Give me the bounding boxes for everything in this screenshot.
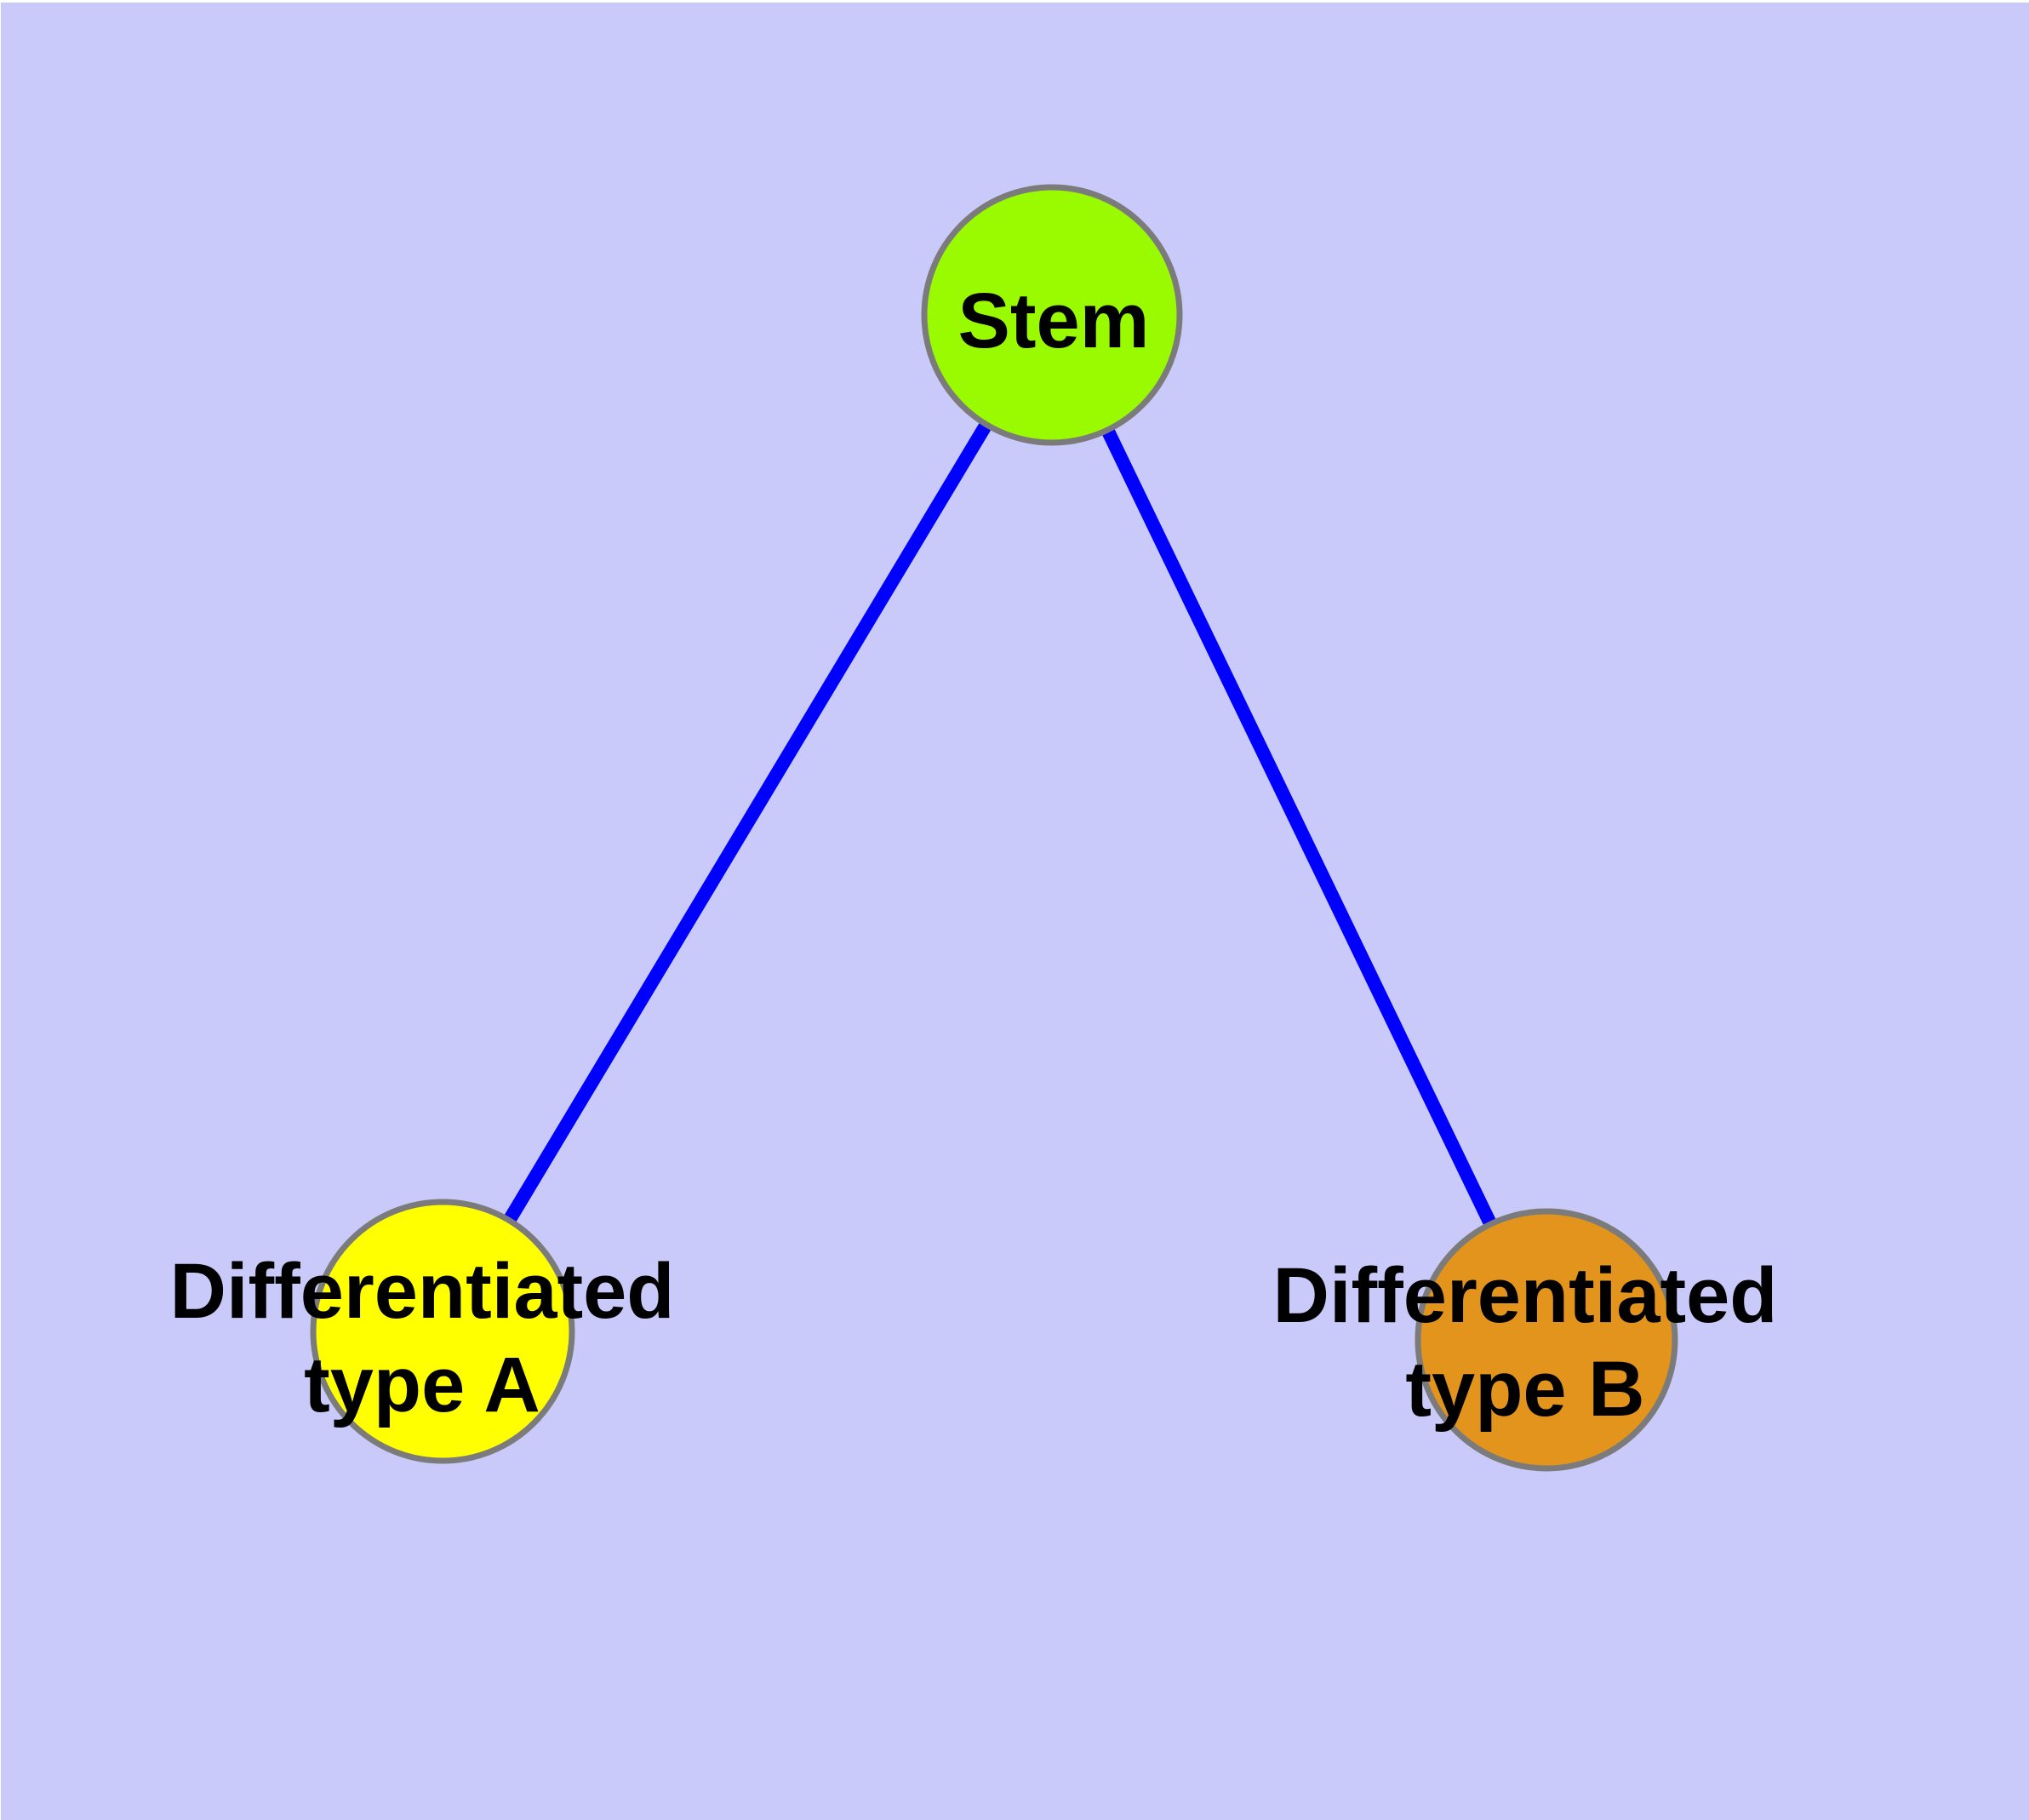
node-stem-label: Stem bbox=[958, 278, 1150, 364]
edge-stem-to-differentiated-type-b bbox=[1045, 312, 1553, 1343]
node-differentiated-type-a-label-line-1: Differentiated bbox=[170, 1248, 675, 1335]
edge-stem-to-differentiated-type-a bbox=[437, 311, 1058, 1336]
node-stem-label-line-1: Stem bbox=[958, 278, 1150, 364]
node-differentiated-type-a-circle bbox=[310, 1199, 575, 1464]
node-differentiated-type-a-label-line-2: type A bbox=[304, 1342, 540, 1428]
node-stem-circle bbox=[921, 184, 1183, 446]
node-differentiated-type-b-label-line-1: Differentiated bbox=[1273, 1252, 1778, 1339]
node-differentiated-type-b-circle bbox=[1415, 1208, 1678, 1472]
node-differentiated-type-b-label-line-2: type B bbox=[1405, 1346, 1644, 1433]
